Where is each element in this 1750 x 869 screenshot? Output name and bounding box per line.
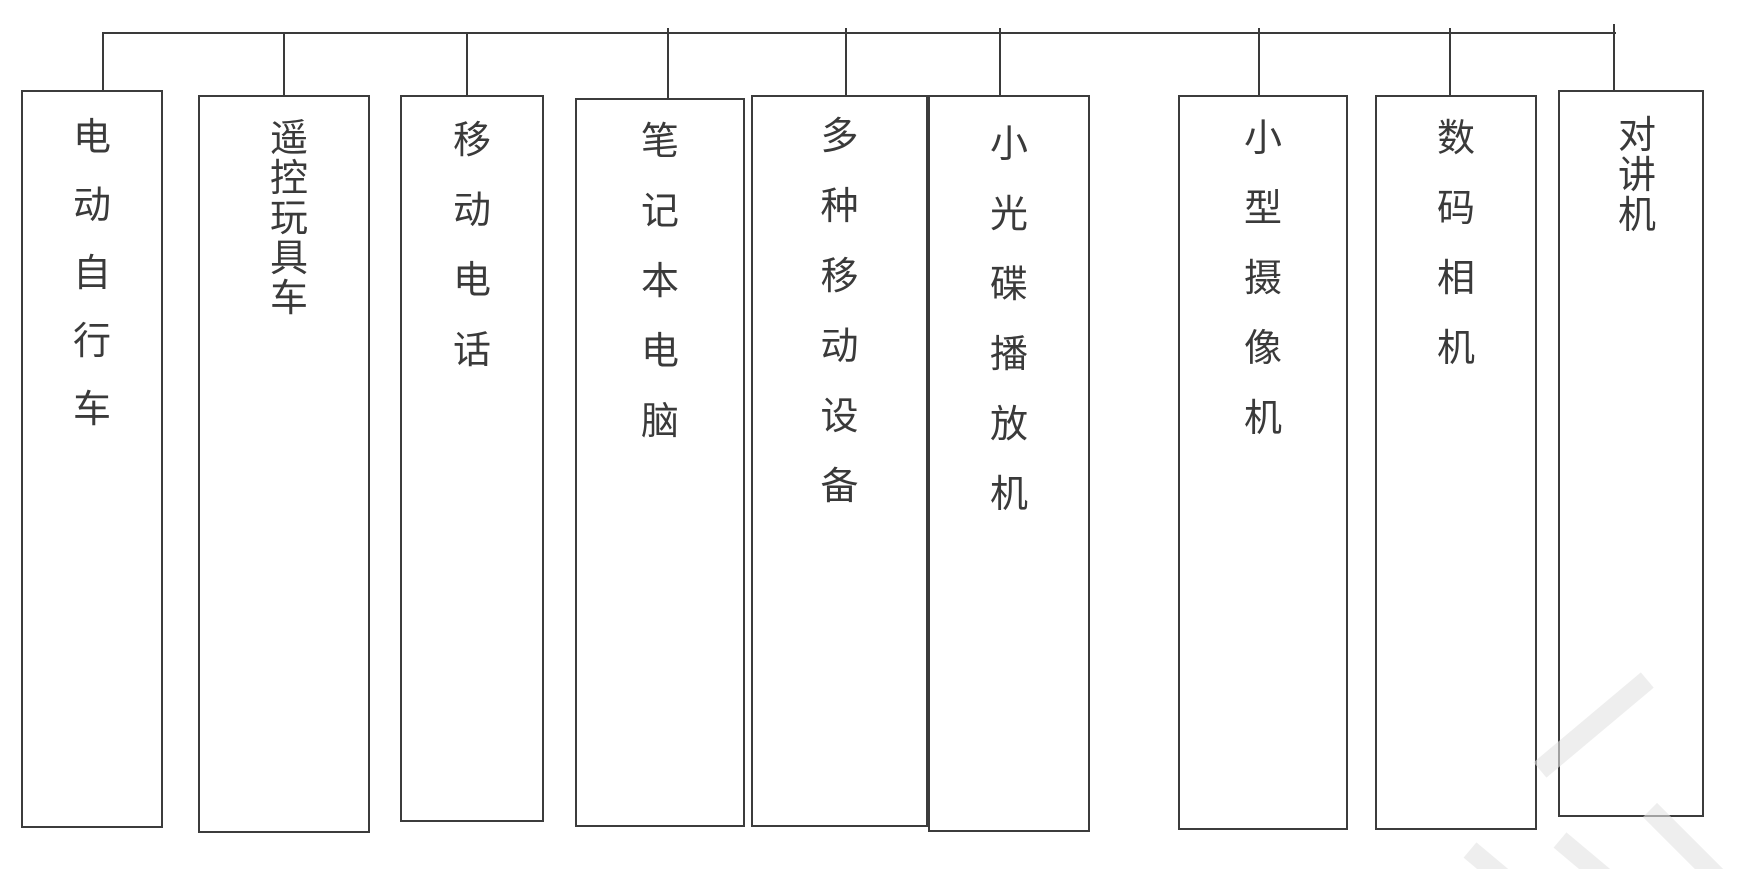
char: 机 bbox=[1436, 326, 1475, 370]
char: 多 bbox=[820, 114, 859, 158]
char: 记 bbox=[640, 189, 679, 233]
char: 种 bbox=[820, 184, 859, 228]
char: 放 bbox=[989, 402, 1028, 446]
connector bbox=[466, 34, 468, 96]
connector bbox=[667, 28, 669, 100]
char: 具 bbox=[269, 236, 308, 280]
char: 动 bbox=[820, 324, 859, 368]
char: 笔 bbox=[640, 119, 679, 163]
node-label: 小 光 碟 播 放 机 bbox=[930, 125, 1088, 513]
connector bbox=[102, 32, 104, 91]
char: 相 bbox=[1436, 256, 1475, 300]
char: 脑 bbox=[640, 399, 679, 443]
char: 话 bbox=[452, 328, 491, 372]
node-box: 移 动 电 话 bbox=[400, 95, 544, 822]
node-box: 对 讲 机 bbox=[1558, 90, 1704, 817]
char: 电 bbox=[452, 258, 491, 302]
node-label: 笔 记 本 电 脑 bbox=[577, 122, 743, 440]
char: 移 bbox=[452, 118, 491, 162]
char: 小 bbox=[989, 122, 1028, 166]
watermark-stroke bbox=[1463, 842, 1546, 869]
char: 型 bbox=[1243, 186, 1282, 230]
node-box: 电 动 自 行 车 bbox=[21, 90, 163, 828]
node-label: 对 讲 机 bbox=[1560, 116, 1702, 234]
char: 机 bbox=[1617, 193, 1656, 237]
char: 控 bbox=[269, 156, 308, 200]
node-label: 小 型 摄 像 机 bbox=[1180, 119, 1346, 437]
char: 摄 bbox=[1243, 256, 1282, 300]
char: 车 bbox=[269, 276, 308, 320]
watermark-stroke bbox=[1553, 832, 1628, 869]
char: 小 bbox=[1243, 116, 1282, 160]
connector bbox=[1613, 24, 1615, 92]
char: 动 bbox=[72, 183, 111, 227]
char: 动 bbox=[452, 188, 491, 232]
node-box: 小 光 碟 播 放 机 bbox=[928, 95, 1090, 832]
node-label: 数 码 相 机 bbox=[1377, 119, 1535, 367]
node-label: 移 动 电 话 bbox=[402, 121, 542, 369]
node-box: 遥 控 玩 具 车 bbox=[198, 95, 370, 833]
node-label: 多 种 移 动 设 备 bbox=[753, 117, 926, 505]
connector bbox=[1449, 28, 1451, 97]
char: 车 bbox=[72, 387, 111, 431]
char: 数 bbox=[1436, 116, 1475, 160]
connector bbox=[1258, 28, 1260, 97]
connector bbox=[283, 34, 285, 96]
char: 播 bbox=[989, 332, 1028, 376]
node-label: 电 动 自 行 车 bbox=[23, 118, 161, 428]
char: 码 bbox=[1436, 186, 1475, 230]
char: 玩 bbox=[269, 196, 308, 240]
char: 机 bbox=[1243, 396, 1282, 440]
connector bbox=[845, 28, 847, 97]
char: 移 bbox=[820, 254, 859, 298]
connector bbox=[999, 28, 1001, 97]
node-box: 笔 记 本 电 脑 bbox=[575, 98, 745, 827]
node-box: 数 码 相 机 bbox=[1375, 95, 1537, 830]
char: 设 bbox=[820, 394, 859, 438]
char: 光 bbox=[989, 192, 1028, 236]
char: 对 bbox=[1617, 113, 1656, 157]
char: 备 bbox=[820, 464, 859, 508]
char: 电 bbox=[72, 115, 111, 159]
char: 本 bbox=[640, 259, 679, 303]
char: 电 bbox=[640, 329, 679, 373]
char: 像 bbox=[1243, 326, 1282, 370]
node-box: 多 种 移 动 设 备 bbox=[751, 95, 928, 827]
char: 碟 bbox=[989, 262, 1028, 306]
node-label: 遥 控 玩 具 车 bbox=[200, 119, 368, 317]
bus-line bbox=[103, 32, 1616, 34]
char: 机 bbox=[989, 472, 1028, 516]
node-box: 小 型 摄 像 机 bbox=[1178, 95, 1348, 830]
char: 自 bbox=[72, 251, 111, 295]
char: 行 bbox=[72, 319, 111, 363]
char: 讲 bbox=[1617, 153, 1656, 197]
char: 遥 bbox=[269, 116, 308, 160]
